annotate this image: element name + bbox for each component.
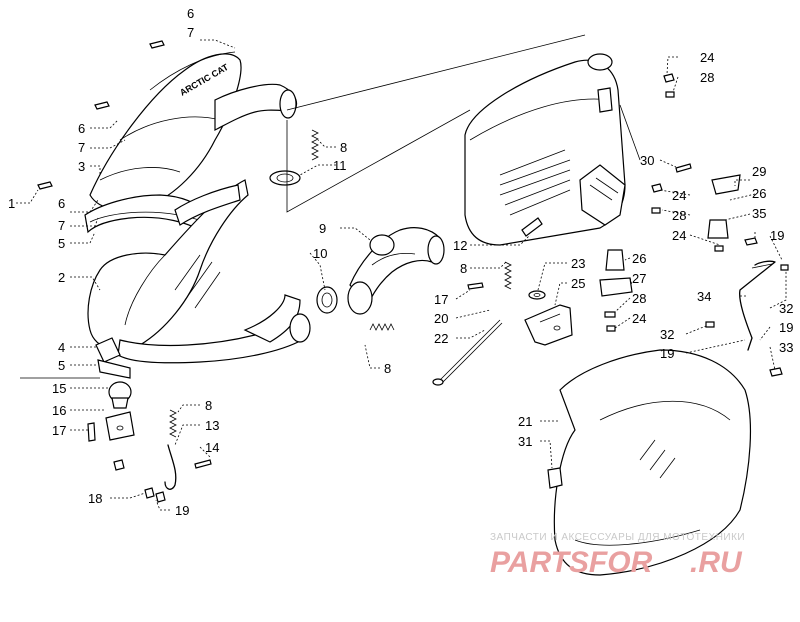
callout-33: 33: [779, 340, 793, 355]
rubber-mount-26: [599, 249, 633, 297]
silencer-body: ARCTIC CAT: [89, 51, 298, 210]
spring-upper: [311, 129, 319, 161]
callout-28-top: 28: [700, 70, 714, 85]
leader-lines: [16, 39, 787, 511]
callout-23: 23: [571, 256, 585, 271]
callout-1: 1: [8, 196, 15, 211]
callout-9: 9: [319, 221, 326, 236]
callout-25: 25: [571, 276, 585, 291]
callout-35: 35: [752, 206, 766, 221]
callout-8-upper: 8: [340, 140, 347, 155]
cable: [432, 319, 503, 386]
callout-5-lower: 5: [58, 358, 65, 373]
callout-22: 22: [434, 331, 448, 346]
callout-6-top: 6: [187, 6, 194, 21]
callout-6-mid: 6: [78, 121, 85, 136]
chamber-mount: [95, 337, 131, 379]
head-pipe-gasket: [316, 286, 338, 314]
callout-7-low: 7: [58, 218, 65, 233]
watermark-logo: PARTSFOR: [490, 546, 653, 579]
head-pipe: [347, 227, 445, 315]
callout-10: 10: [313, 246, 327, 261]
fasteners-upper: [37, 40, 165, 190]
callout-16: 16: [52, 403, 66, 418]
callout-6-low: 6: [58, 196, 65, 211]
spring-right: [504, 261, 512, 290]
callout-32-right: 32: [779, 301, 793, 316]
spring-mid: [369, 323, 395, 331]
callout-28-mid: 28: [672, 208, 686, 223]
bracket-16: [105, 411, 135, 441]
callout-19-lower: 19: [175, 503, 189, 518]
callout-7-mid: 7: [78, 140, 85, 155]
watermark-domain: .RU: [690, 546, 743, 579]
callout-26-lower: 26: [632, 251, 646, 266]
callout-21: 21: [518, 414, 532, 429]
callout-11: 11: [333, 158, 347, 173]
screw-14: [194, 459, 212, 469]
callout-24-mid: 24: [672, 188, 686, 203]
expansion-chamber: [87, 179, 311, 364]
callout-24-midlow: 24: [672, 228, 686, 243]
callout-19-right-top: 19: [770, 228, 784, 243]
watermark-tagline: ЗАПЧАСТИ И АКСЕССУАРЫ ДЛЯ МОТОТЕХНИКИ: [490, 532, 745, 543]
air-box: [464, 53, 626, 246]
callout-4: 4: [58, 340, 65, 355]
callout-29: 29: [752, 164, 766, 179]
callout-19-right-mid: 19: [779, 320, 793, 335]
callout-13: 13: [205, 418, 219, 433]
mount-bracket: [524, 304, 573, 346]
support-rod: [739, 260, 776, 351]
callout-30: 30: [640, 153, 654, 168]
fastener-31: [547, 467, 563, 489]
spring-lower: [169, 409, 177, 438]
callout-27: 27: [632, 271, 646, 286]
callout-26-upper: 26: [752, 186, 766, 201]
callout-5-upper: 5: [58, 236, 65, 251]
callout-32-left: 32: [660, 327, 674, 342]
callout-15: 15: [52, 381, 66, 396]
screw-17: [87, 422, 96, 442]
grommet: [269, 170, 301, 186]
callout-8-lower: 8: [205, 398, 212, 413]
callout-28-lower: 28: [632, 291, 646, 306]
callout-14: 14: [205, 440, 219, 455]
callout-17-right: 17: [434, 292, 448, 307]
callout-2: 2: [58, 270, 65, 285]
callout-31: 31: [518, 434, 532, 449]
callout-20: 20: [434, 311, 448, 326]
callout-24-lower: 24: [632, 311, 646, 326]
callout-labels: 6 7 6 7 3 1 6 7 5 2 4 5 8 11 9 10 8 15 1…: [8, 6, 793, 518]
callout-7-top: 7: [187, 25, 194, 40]
watermark: ЗАПЧАСТИ И АКСЕССУАРЫ ДЛЯ МОТОТЕХНИКИ PA…: [490, 532, 745, 579]
projection-lines: [286, 34, 641, 213]
callout-18: 18: [88, 491, 102, 506]
callout-8-right: 8: [460, 261, 467, 276]
callout-34: 34: [697, 289, 711, 304]
callout-24-top: 24: [700, 50, 714, 65]
right-hardware: [467, 73, 789, 377]
belly-pan: [553, 349, 752, 576]
washer-23: [528, 290, 546, 300]
rubber-bumper-15: [108, 381, 132, 409]
nut-18: [113, 459, 166, 503]
callout-8-mid: 8: [384, 361, 391, 376]
callout-12: 12: [453, 238, 467, 253]
callout-19-right-low: 19: [660, 346, 674, 361]
callout-3: 3: [78, 159, 85, 174]
callout-17-left: 17: [52, 423, 66, 438]
hook-13: [164, 444, 177, 490]
rubber-mount-upper: [707, 174, 741, 239]
